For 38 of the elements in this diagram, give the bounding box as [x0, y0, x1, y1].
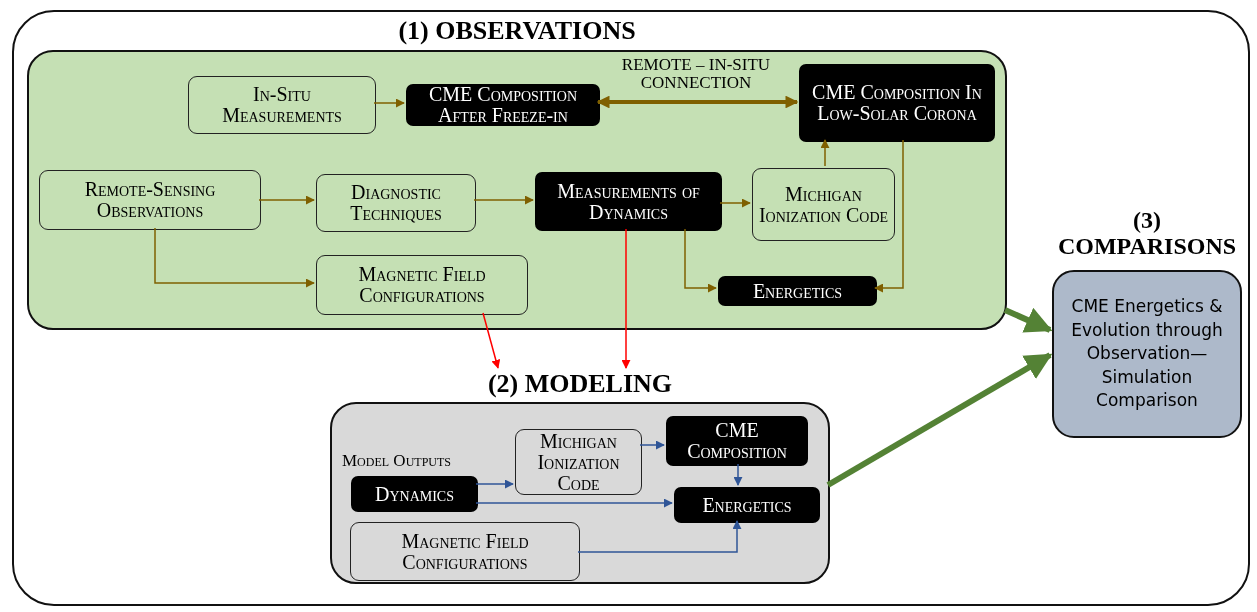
highlight-box: Energetics — [718, 276, 877, 306]
arrow — [473, 195, 534, 205]
highlight-box: CME Composition In Low-Solar Corona — [799, 64, 995, 142]
arrow — [154, 227, 315, 288]
section-heading: (2) MODELING — [486, 370, 674, 398]
process-box: Remote-Sensing Observations — [39, 170, 261, 230]
process-box: Michigan Ionization Code — [752, 168, 895, 241]
arrow — [874, 139, 904, 293]
arrow — [684, 228, 717, 293]
arrow — [733, 463, 743, 486]
arrow — [820, 139, 830, 167]
arrow — [258, 195, 315, 205]
arrow — [826, 352, 1053, 488]
arrow — [596, 95, 799, 109]
arrow — [373, 98, 405, 108]
outer-frame — [12, 10, 1250, 606]
process-box: Diagnostic Techniques — [316, 174, 476, 232]
process-box: In-Situ Measurements — [188, 76, 376, 134]
section-heading: (3) COMPARISONS — [1056, 207, 1238, 260]
arrow — [1003, 307, 1053, 333]
section-heading: (1) OBSERVATIONS — [397, 17, 637, 45]
process-box: Michigan Ionization Code — [515, 429, 642, 495]
group-label: Model Outputs — [342, 452, 451, 470]
highlight-box: CME Composition After Freeze-in — [406, 84, 600, 126]
arrow — [639, 440, 665, 450]
highlight-box: Measurements of Dynamics — [535, 172, 722, 231]
highlight-box: Dynamics — [351, 476, 478, 512]
highlight-box: CME Composition — [666, 416, 808, 466]
result-box: CME Energetics & Evolution through Observation—Simulation Comparison — [1052, 270, 1242, 438]
arrow — [621, 228, 631, 369]
arrow — [475, 498, 673, 508]
highlight-box: Energetics — [674, 487, 820, 523]
arrow — [475, 479, 514, 489]
arrow — [719, 198, 751, 208]
process-box: Magnetic Field Configurations — [350, 522, 580, 581]
arrow — [577, 520, 742, 553]
process-box: Magnetic Field Configurations — [316, 255, 528, 315]
arrow — [482, 312, 501, 369]
